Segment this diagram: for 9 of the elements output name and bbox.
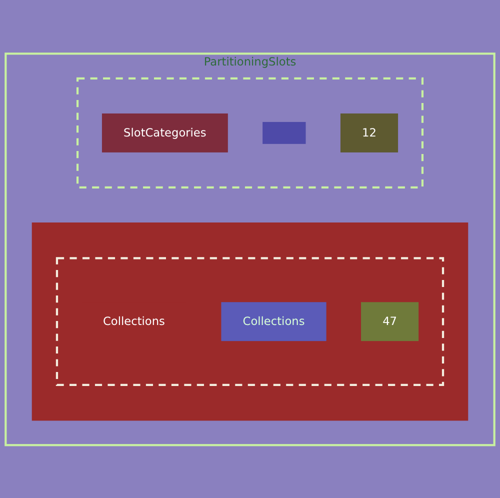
node-box: Collections — [221, 302, 326, 341]
node-box: SlotCategories — [102, 113, 228, 152]
node-box — [262, 122, 306, 144]
node-text: Collections — [103, 314, 165, 328]
node-box: 47 — [361, 302, 419, 341]
cluster — [76, 76, 424, 188]
node-box: 12 — [340, 113, 398, 152]
cluster — [56, 256, 444, 386]
cluster — [32, 222, 468, 420]
